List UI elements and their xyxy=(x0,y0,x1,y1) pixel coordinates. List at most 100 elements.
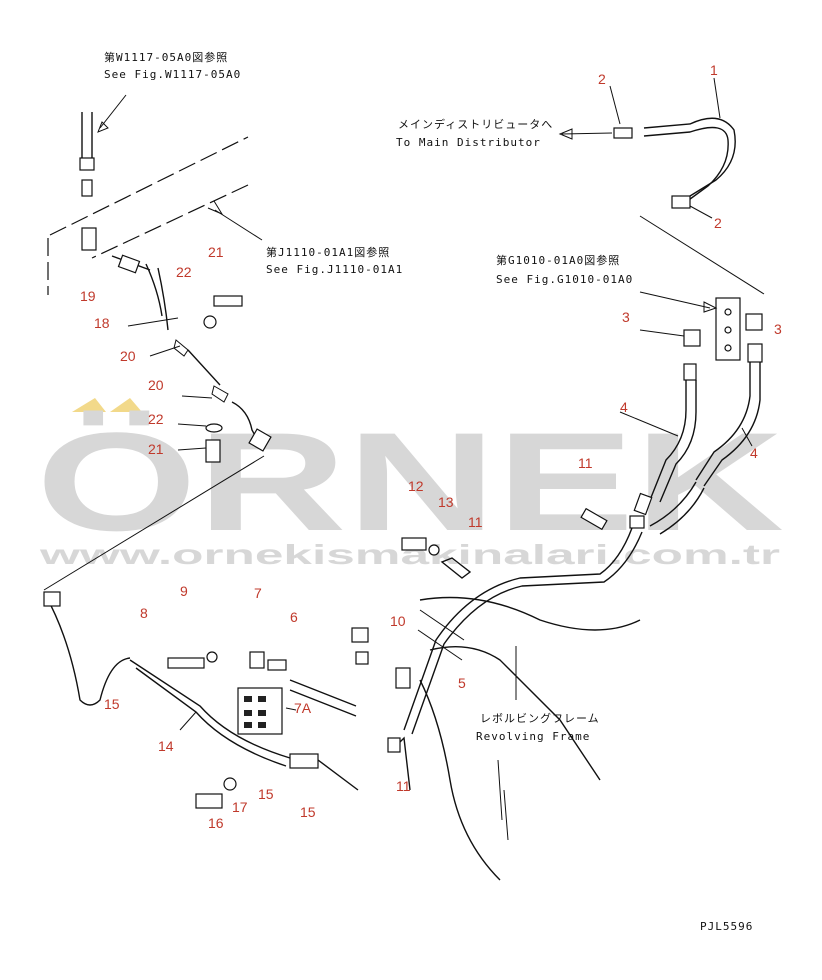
callout-1: 1 xyxy=(710,62,718,78)
leader-18 xyxy=(127,317,179,327)
distributor-port xyxy=(258,696,266,702)
callout-15: 15 xyxy=(300,804,316,820)
callout-6: 6 xyxy=(290,609,298,625)
callout-18: 18 xyxy=(94,315,110,331)
hose-lower-fitting xyxy=(248,428,272,452)
revolving-frame-jp: レボルビングフレーム xyxy=(480,711,600,725)
main-distributor-en: To Main Distributor xyxy=(396,136,541,149)
leader-22b xyxy=(177,423,207,427)
manifold-plate xyxy=(639,215,765,295)
fitting-2-lower xyxy=(671,195,691,209)
callout-9: 9 xyxy=(180,583,188,599)
callout-3: 3 xyxy=(774,321,782,337)
callout-11: 11 xyxy=(578,455,593,471)
callout-22: 22 xyxy=(176,264,192,280)
callout-11: 11 xyxy=(468,514,483,530)
callout-4: 4 xyxy=(620,399,628,415)
clip-11-lower xyxy=(387,737,401,753)
leader-10 xyxy=(417,629,463,661)
distributor-arrow-line xyxy=(561,132,613,135)
leader-1 xyxy=(713,77,721,119)
w1117-leader xyxy=(99,94,127,129)
hose-4-joint xyxy=(629,515,645,529)
callout-21: 21 xyxy=(208,244,224,260)
callout-7: 7 xyxy=(254,585,262,601)
ref-w1117-en: See Fig.W1117-05A0 xyxy=(104,68,241,81)
clamp-20-upper xyxy=(173,339,189,357)
j1110-leader xyxy=(214,209,263,241)
washer-9 xyxy=(206,651,218,663)
hose-4-left-end xyxy=(633,492,653,516)
upper-adapter xyxy=(81,179,93,197)
elbow-left xyxy=(43,591,61,607)
plate-outline-mid xyxy=(91,184,249,259)
leader-21b xyxy=(177,447,207,451)
clamp-20-lower xyxy=(211,385,229,403)
watermark-brand: ÖRNEK xyxy=(36,403,784,560)
frame-side xyxy=(419,679,501,881)
elbow-3-right xyxy=(745,313,763,331)
fitting-19 xyxy=(117,254,141,274)
hose-4-left xyxy=(649,380,697,503)
main-distributor-jp: メインディストリビュータへ xyxy=(398,117,553,131)
tube-diagonal xyxy=(43,455,265,591)
washer-17 xyxy=(223,777,237,791)
upper-hose xyxy=(81,112,93,160)
callout-15: 15 xyxy=(104,696,120,712)
leader-2b xyxy=(689,205,713,219)
frame-edge xyxy=(419,609,465,641)
drawing-code: PJL5596 xyxy=(700,920,753,933)
ref-j1110-en: See Fig.J1110-01A1 xyxy=(266,263,403,276)
bolt-16 xyxy=(195,793,223,809)
callout-13: 13 xyxy=(438,494,454,510)
hose-1b xyxy=(643,126,729,203)
fitting-6 xyxy=(267,659,287,671)
ref-w1117-jp: 第W1117-05A0図参照 xyxy=(104,50,228,64)
leader-20b xyxy=(181,395,213,399)
ref-g1010-jp: 第G1010-01A0図参照 xyxy=(496,253,620,267)
callout-10: 10 xyxy=(390,613,406,629)
callout-11: 11 xyxy=(396,778,411,794)
clamp-11-right xyxy=(580,507,608,531)
watermark-accent-right xyxy=(110,398,142,412)
hose-14-left xyxy=(45,595,131,706)
washer-22-lower xyxy=(205,423,223,433)
g1010-leader xyxy=(639,291,711,309)
callout-7a: 7A xyxy=(294,700,312,716)
tube-lower xyxy=(317,759,359,791)
ref-g1010-en: See Fig.G1010-01A0 xyxy=(496,273,633,286)
distributor-port xyxy=(258,722,266,728)
fitting-2-top xyxy=(613,127,633,139)
part-callouts: 1 2 2 3 3 4 4 5 6 7 7A 8 9 10 11 11 11 1… xyxy=(80,62,782,831)
callout-20: 20 xyxy=(120,348,136,364)
callout-17: 17 xyxy=(232,799,248,815)
leader-2a xyxy=(609,85,621,125)
callout-20: 20 xyxy=(148,377,164,393)
tube-upper xyxy=(187,349,221,386)
distributor-port xyxy=(244,696,252,702)
leader-7a xyxy=(285,707,297,711)
frame-top xyxy=(419,596,641,631)
clip-upper xyxy=(351,627,369,643)
callout-14: 14 xyxy=(158,738,174,754)
hose-4-right-fitting xyxy=(747,343,763,363)
hose-14 xyxy=(129,659,291,759)
leader-20a xyxy=(149,345,181,357)
fitting-lower xyxy=(289,753,319,769)
callout-15: 15 xyxy=(258,786,274,802)
bolt-12 xyxy=(401,537,427,551)
line-work xyxy=(43,77,765,881)
callout-12: 12 xyxy=(408,478,424,494)
elbow-3-left xyxy=(683,329,701,347)
g1010-arrow xyxy=(703,301,718,313)
tube-5 xyxy=(403,527,633,731)
frame-detail xyxy=(497,759,509,841)
leader-14 xyxy=(179,711,197,731)
manifold-port xyxy=(724,308,732,316)
washer-13 xyxy=(428,544,440,556)
bolt-8 xyxy=(167,657,205,669)
tube-10 xyxy=(411,531,643,735)
distributor-port xyxy=(244,722,252,728)
